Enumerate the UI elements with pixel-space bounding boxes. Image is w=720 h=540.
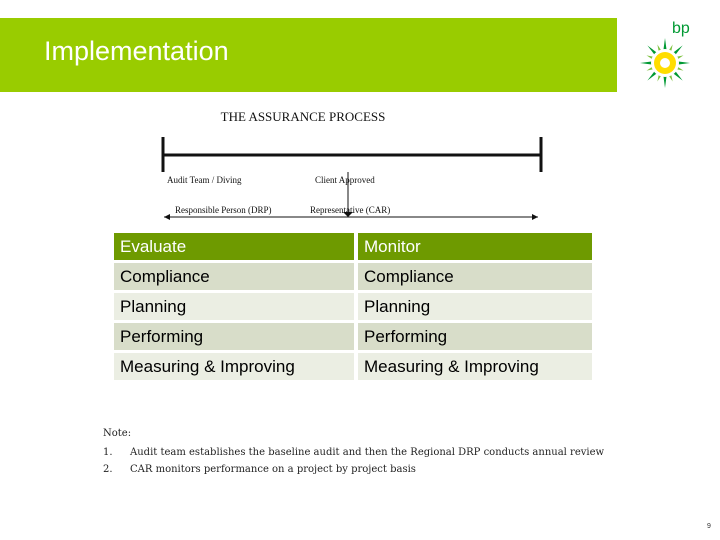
- table-cell: Performing: [114, 323, 354, 353]
- table-cell: Measuring & Improving: [114, 353, 354, 383]
- notes-block: Note: 1. Audit team establishes the base…: [103, 428, 604, 481]
- note-item: 1. Audit team establishes the baseline a…: [103, 447, 604, 458]
- table-cell: Planning: [114, 293, 354, 323]
- table-row: Planning Planning: [114, 293, 592, 323]
- note-number: 2.: [103, 464, 113, 475]
- left-role-line1: Audit Team / Diving: [167, 175, 242, 185]
- table-cell: Compliance: [358, 263, 592, 293]
- table-row: Performing Performing: [114, 323, 592, 353]
- note-text: Audit team establishes the baseline audi…: [130, 447, 605, 458]
- note-text: CAR monitors performance on a project by…: [130, 464, 416, 475]
- table-row: Measuring & Improving Measuring & Improv…: [114, 353, 592, 383]
- header-evaluate: Evaluate: [114, 233, 354, 263]
- right-role-line2: Representative (CAR): [310, 205, 391, 215]
- table-header-row: Evaluate Monitor: [114, 233, 592, 263]
- note-number: 1.: [103, 447, 113, 458]
- left-role-line2: Responsible Person (DRP): [175, 205, 272, 215]
- table-cell: Performing: [358, 323, 592, 353]
- table-row: Compliance Compliance: [114, 263, 592, 293]
- table-cell: Measuring & Improving: [358, 353, 592, 383]
- bp-helios-logo-icon: [640, 38, 690, 88]
- right-role-line1: Client Approved: [315, 175, 375, 185]
- arrow-left-head: [164, 214, 170, 220]
- assurance-timeline: Audit Team / Diving Responsible Person (…: [150, 128, 560, 228]
- table-cell: Compliance: [114, 263, 354, 293]
- page-number: 9: [707, 523, 711, 530]
- slide-title: Implementation: [44, 36, 229, 66]
- process-title: THE ASSURANCE PROCESS: [220, 109, 386, 124]
- assurance-table: Evaluate Monitor Compliance Compliance P…: [114, 233, 592, 383]
- note-item: 2. CAR monitors performance on a project…: [103, 464, 604, 475]
- notes-heading: Note:: [103, 428, 132, 439]
- timeline-lines: [161, 137, 543, 220]
- header-monitor: Monitor: [358, 233, 592, 263]
- table-cell: Planning: [358, 293, 592, 323]
- arrow-right-head: [532, 214, 538, 220]
- title-bar: [0, 18, 617, 92]
- bp-logo-text: bp: [672, 20, 690, 37]
- arrow-mid-head: [343, 212, 353, 217]
